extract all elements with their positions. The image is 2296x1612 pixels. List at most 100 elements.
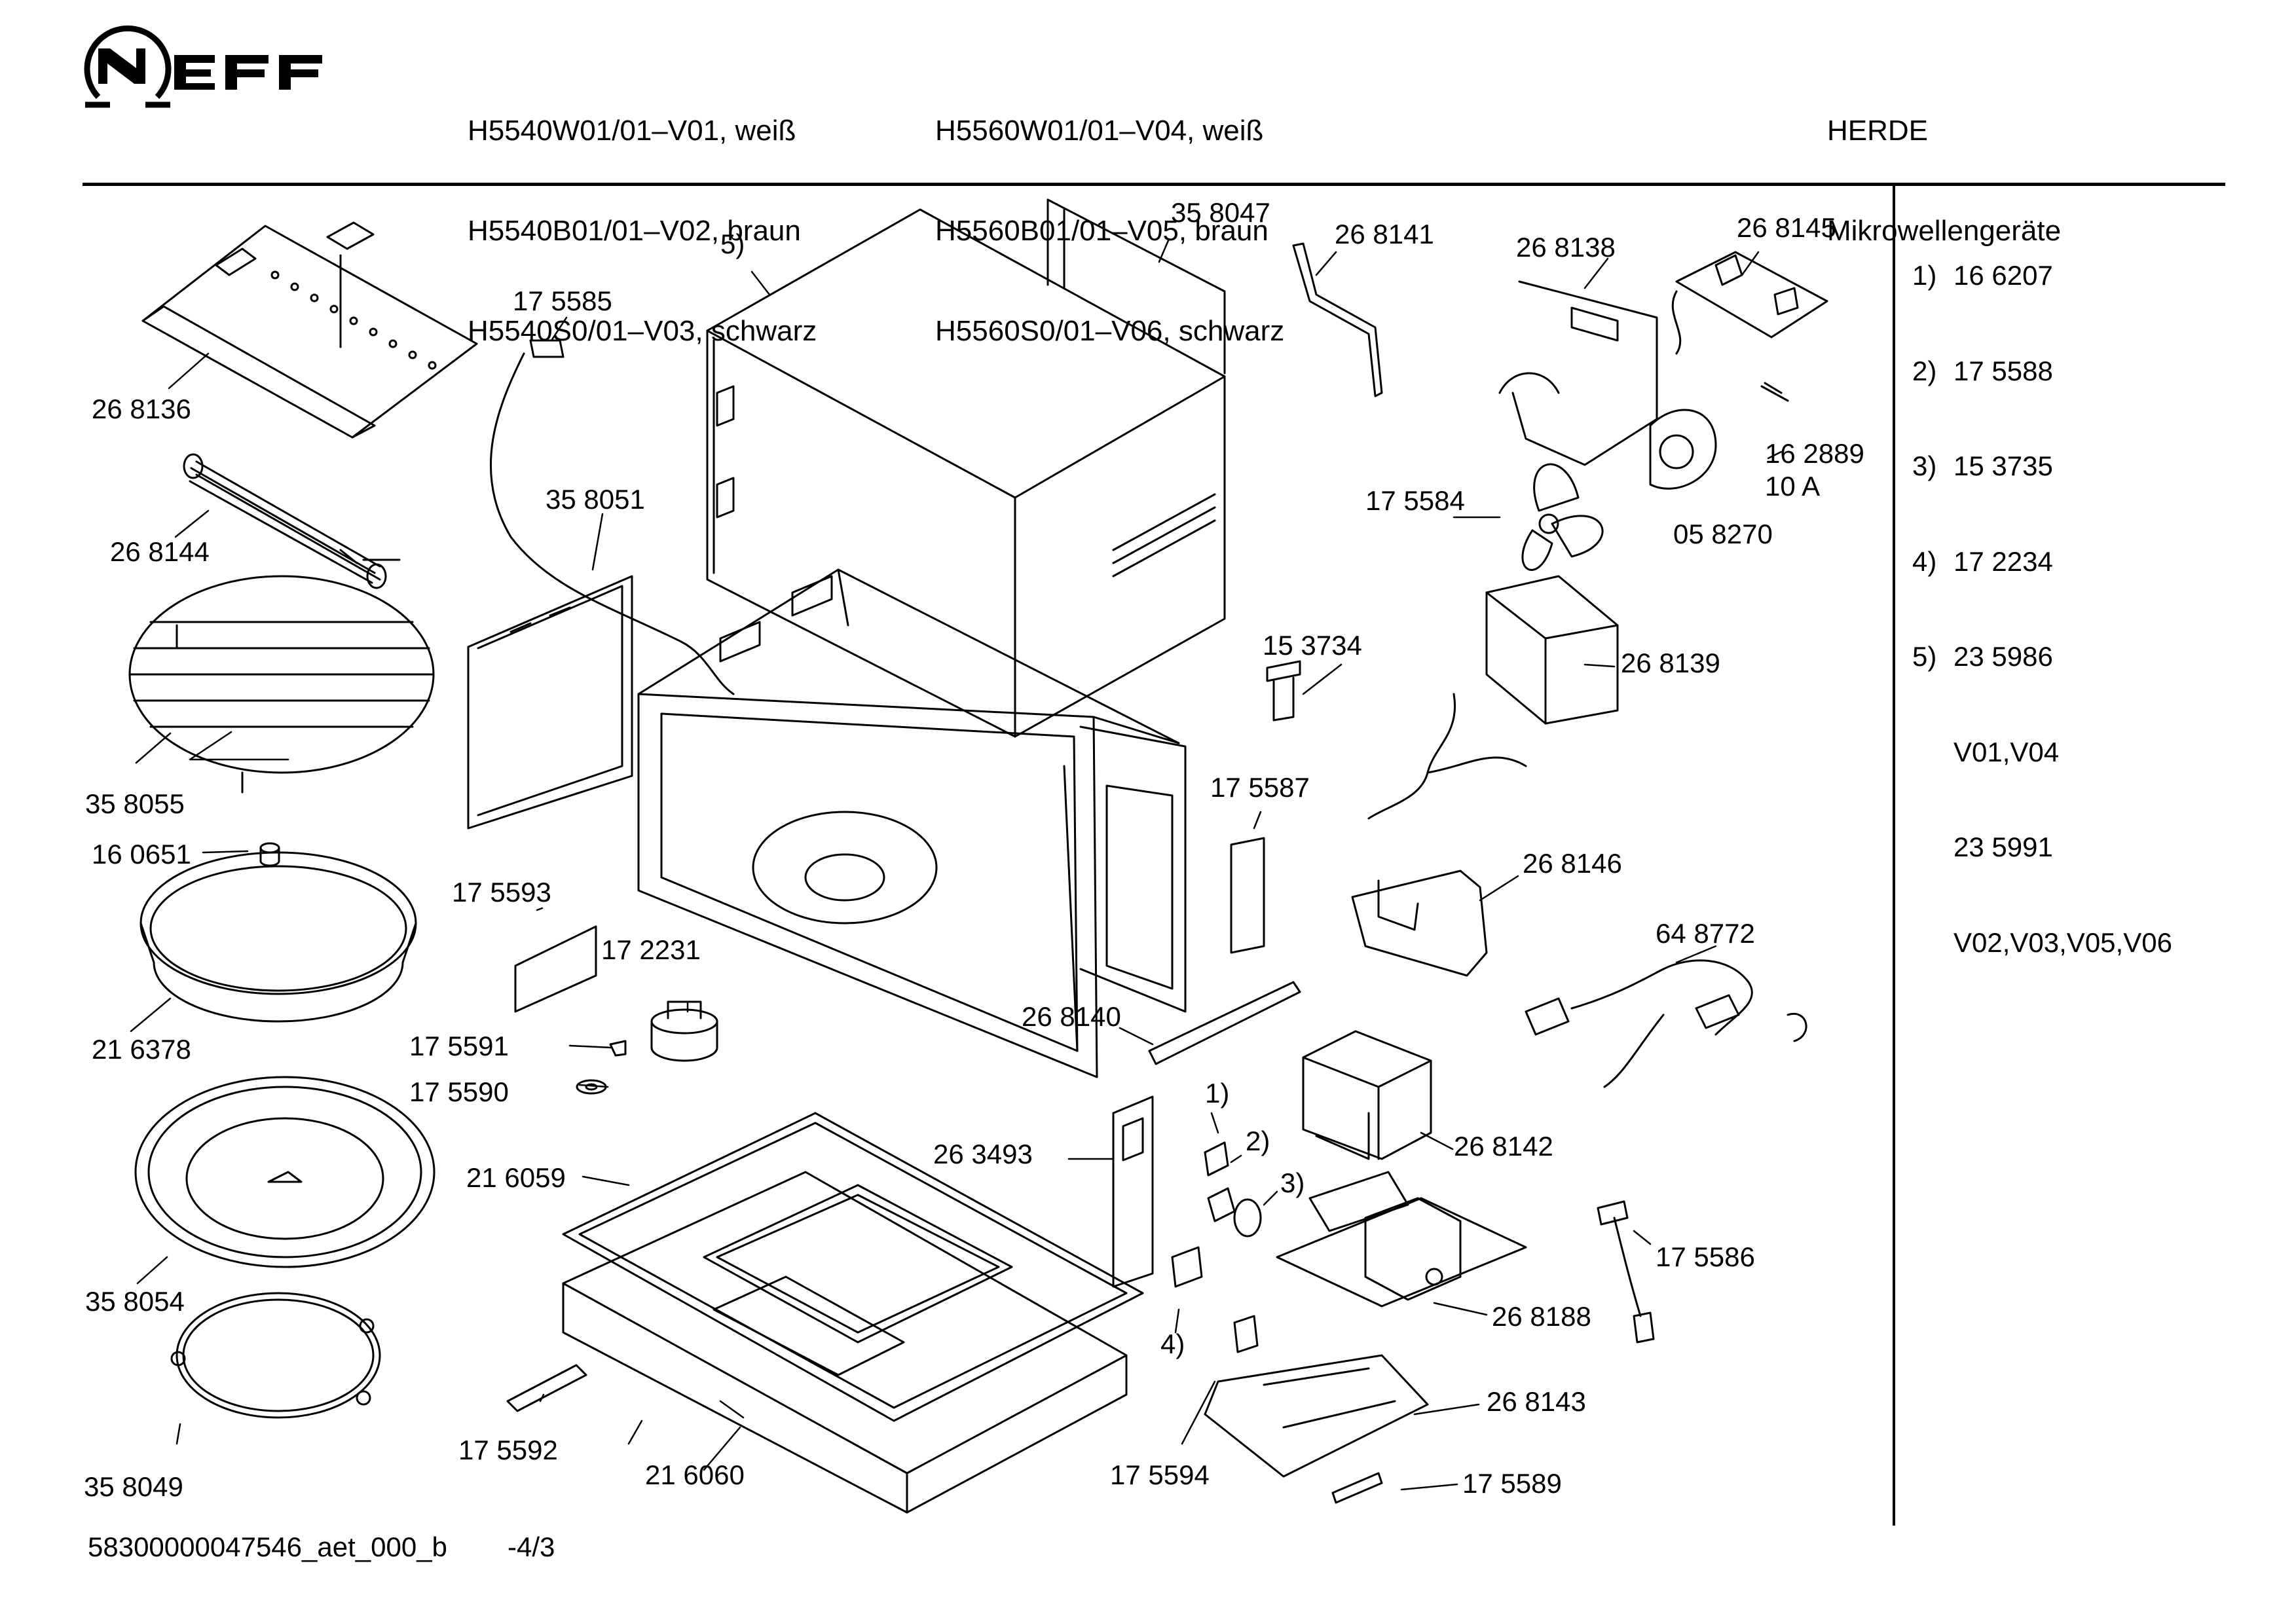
clip-drawing (1333, 1473, 1382, 1503)
heater-element-drawing (184, 454, 399, 588)
model-h5560w01: H5560W01/01–V04, weiß (935, 115, 1264, 147)
legend-value-5b: 23 5991 (1953, 832, 2053, 862)
coupler-drawing (261, 843, 279, 866)
transformer-drawing (1303, 1031, 1431, 1159)
part-label-175587: 17 5587 (1210, 772, 1310, 803)
legend-key-2: 2) (1912, 355, 1937, 386)
bracket-drawing (1293, 244, 1382, 396)
wire-drawing (1598, 1201, 1654, 1342)
model-h5540b01: H5540B01/01–V02, braun (468, 215, 801, 247)
part-label-fuse-rating: 10 A (1765, 471, 1821, 502)
page-number: -4/3 (508, 1531, 555, 1562)
part-label-175584: 17 5584 (1365, 485, 1465, 516)
oven-cavity-drawing (639, 570, 1185, 1077)
fan-blade-drawing (1523, 464, 1602, 570)
category-herde: HERDE (1827, 115, 1929, 147)
part-label-175590: 17 5590 (409, 1076, 509, 1107)
part-label-153734: 15 3734 (1263, 630, 1362, 661)
hinge-bracket-drawing (508, 1365, 586, 1411)
air-guide-drawing (1487, 576, 1618, 724)
category-mikrowellengeraete: Mikrowellengeräte (1827, 215, 2062, 247)
part-label-268188: 26 8188 (1492, 1301, 1591, 1332)
part-label-268141: 26 8141 (1335, 219, 1434, 249)
part-label-175591: 17 5591 (409, 1031, 509, 1061)
wire-rack-drawing (130, 576, 434, 792)
door-rail-drawing (1149, 982, 1300, 1064)
legend-divider (1893, 186, 1895, 1526)
legend-key-5: 5) (1912, 641, 1937, 672)
part-label-268140: 26 8140 (1022, 1001, 1121, 1032)
part-label-160651: 16 0651 (92, 839, 191, 870)
callout-4: 4) (1160, 1328, 1185, 1359)
part-label-216059: 21 6059 (466, 1162, 566, 1193)
legend-variant-a: V01,V04 (1953, 736, 2060, 767)
part-label-268139: 26 8139 (1621, 648, 1720, 678)
legend-key-1: 1) (1912, 260, 1937, 291)
part-label-058270: 05 8270 (1673, 519, 1773, 549)
legend-keys: 1) 2) 3) 4) 5) (1912, 196, 1936, 705)
category: HERDE Mikrowellengeräte (1827, 47, 2061, 281)
base-tray-drawing (563, 1172, 1126, 1512)
part-label-268142: 26 8142 (1454, 1131, 1553, 1162)
fuse-drawing (1762, 383, 1788, 401)
roller-ring-drawing (172, 1293, 380, 1418)
fan-duct-drawing (1500, 282, 1657, 465)
part-label-175594: 17 5594 (1110, 1459, 1210, 1490)
crisp-pan-drawing (141, 852, 416, 1021)
part-label-162889: 16 2889 (1765, 438, 1864, 469)
model-list-2: H5560W01/01–V04, weiß H5560B01/01–V05, b… (935, 47, 1284, 381)
power-board-drawing (1277, 1172, 1526, 1306)
part-label-casing: 5) (720, 229, 745, 259)
door-bracket-drawing (1231, 838, 1264, 953)
callout-3: 3) (1280, 1167, 1305, 1198)
cavity-hinges-drawing (720, 576, 832, 661)
part-label-268138: 26 8138 (1516, 232, 1616, 263)
interlock-bracket-drawing (1113, 1097, 1261, 1287)
part-label-263493: 26 3493 (933, 1139, 1033, 1169)
back-panel-drawing (1048, 200, 1225, 373)
legend-variant-b: V02,V03,V05,V06 (1953, 926, 2172, 958)
coupler-washer-drawing (577, 1041, 625, 1093)
mica-plate-drawing (515, 926, 596, 1012)
part-label-648772: 64 8772 (1656, 918, 1755, 949)
part-label-358047: 35 8047 (1171, 197, 1270, 228)
turntable-plate-drawing (136, 1077, 434, 1267)
part-label-175586: 17 5586 (1656, 1241, 1755, 1272)
part-label-358049: 35 8049 (84, 1471, 183, 1502)
model-h5560s0: H5560S0/01–V06, schwarz (935, 315, 1285, 347)
part-label-216378: 21 6378 (92, 1034, 191, 1065)
lamp-holder-drawing (1267, 661, 1300, 720)
mounting-plate-drawing (1205, 1316, 1428, 1476)
outer-casing-drawing (707, 210, 1225, 737)
legend-values: 16 6207 17 5588 15 3735 17 2234 23 5986 … (1953, 196, 2172, 991)
legend-value-3: 15 3735 (1953, 450, 2053, 481)
part-label-268136: 26 8136 (92, 394, 191, 424)
power-cable-drawing (1526, 961, 1806, 1087)
callout-2: 2) (1246, 1126, 1270, 1156)
legend-key-3: 3) (1912, 450, 1937, 481)
part-label-175589: 17 5589 (1462, 1468, 1562, 1499)
shield-plate-drawing (468, 576, 632, 828)
document-id: 58300000047546_aet_000_b (88, 1531, 447, 1562)
wiring-harness-drawing (1369, 694, 1526, 818)
part-label-268144: 26 8144 (110, 536, 210, 567)
part-label-175585: 17 5585 (513, 285, 612, 316)
sensor-wire-drawing (491, 340, 733, 694)
header-rule (83, 183, 2225, 186)
fan-motor-drawing (1650, 410, 1716, 488)
grill-cover-drawing (143, 223, 477, 437)
part-label-358055: 35 8055 (85, 788, 185, 819)
part-label-216060: 21 6060 (645, 1459, 745, 1490)
part-label-358051: 35 8051 (546, 484, 645, 515)
hinge-housing-drawing (1352, 871, 1487, 976)
model-h5560b01: H5560B01/01–V05, braun (935, 215, 1268, 247)
model-h5540w01: H5540W01/01–V01, weiß (468, 115, 796, 147)
legend-value-5: 23 5986 (1953, 641, 2053, 672)
legend-key-4: 4) (1912, 545, 1937, 577)
base-plate-drawing (563, 1113, 1143, 1421)
legend-value-4: 17 2234 (1953, 545, 2053, 577)
part-label-358054: 35 8054 (85, 1286, 185, 1317)
legend-value-1: 16 6207 (1953, 260, 2053, 291)
